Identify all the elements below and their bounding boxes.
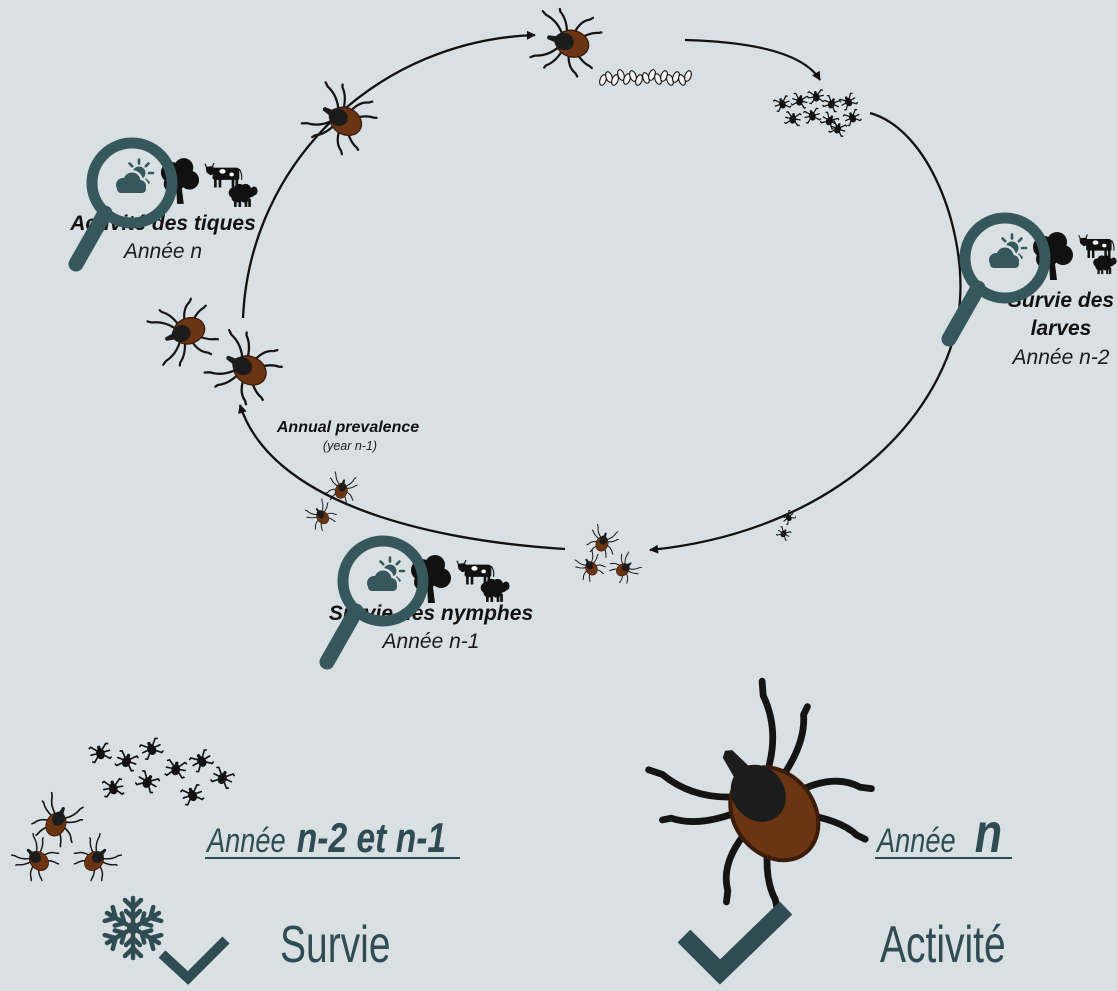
prevalence-year: (year n-1) bbox=[323, 439, 377, 453]
legend-right-year-prefix: Année bbox=[875, 821, 955, 860]
legend-right-year-range: n bbox=[975, 801, 1002, 864]
legend-left-year-range: n-2 et n-1 bbox=[297, 816, 446, 862]
egg-icon bbox=[635, 74, 643, 86]
stage-activity-year: Année n bbox=[122, 240, 202, 263]
legend-left-status: Survie bbox=[280, 914, 391, 973]
legend-left-year-prefix: Année bbox=[205, 821, 285, 860]
legend-left: Année n-2 et n-1 Survie bbox=[7, 736, 460, 985]
egg-icon bbox=[617, 69, 625, 81]
egg-icon bbox=[629, 70, 637, 82]
check-icon bbox=[158, 936, 230, 985]
check-icon bbox=[677, 901, 793, 985]
stage-larvae-year: Année n-2 bbox=[1011, 346, 1110, 369]
egg-icon bbox=[684, 70, 692, 82]
egg-icon bbox=[623, 73, 631, 85]
arrow-nymphs-to-adults bbox=[238, 404, 566, 551]
stage-larvae-title-line-1: Survie des bbox=[1008, 289, 1114, 312]
egg-icon bbox=[605, 71, 613, 83]
stage-larvae-survival: Survie des larves Année n-2 bbox=[1008, 289, 1114, 369]
egg-icon bbox=[599, 74, 607, 86]
egg-icon bbox=[611, 74, 619, 86]
arrow-eggs-to-larvae bbox=[684, 38, 821, 81]
stage-larvae-title-line-2: larves bbox=[1031, 317, 1092, 340]
snowflake-icon bbox=[102, 895, 164, 961]
stage-nymph-year: Année n-1 bbox=[381, 630, 480, 653]
legend-left-year-label: Année n-2 et n-1 bbox=[205, 816, 446, 862]
egg-cluster bbox=[599, 69, 692, 86]
legend-right-status: Activité bbox=[880, 914, 1006, 973]
prevalence-label: Annual prevalence bbox=[276, 419, 419, 436]
